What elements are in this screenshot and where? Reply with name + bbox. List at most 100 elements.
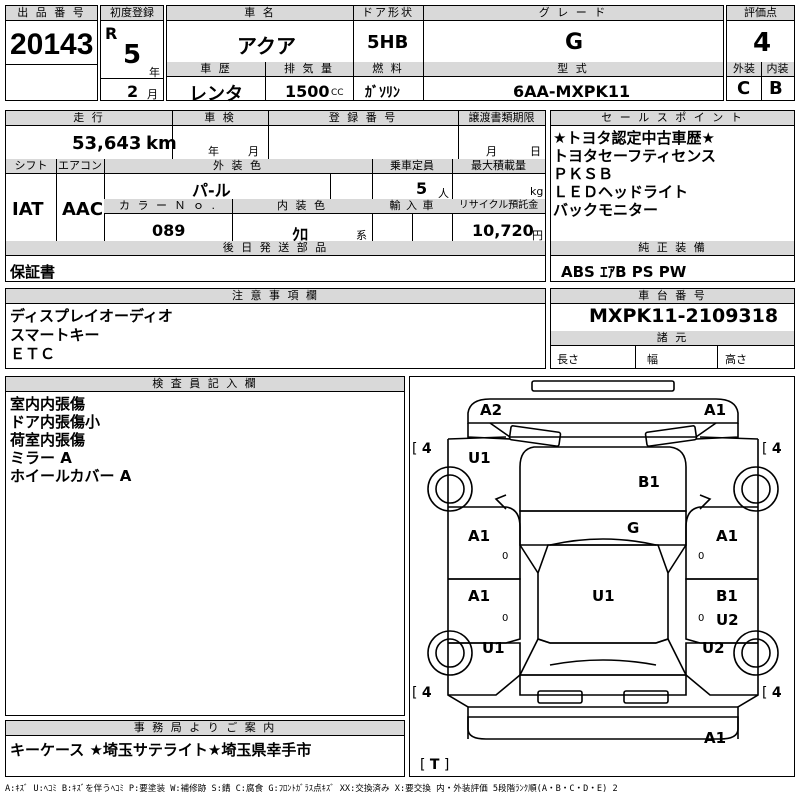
chassis-number: MXPK11-2109318 — [589, 305, 779, 327]
interior-header: 内装 — [761, 62, 794, 77]
door-header: ドア形状 — [353, 6, 423, 21]
caution-header: 注 意 事 項 欄 — [6, 289, 545, 304]
inspection-month-unit: 月 — [248, 145, 259, 158]
specs-header: 諸 元 — [551, 331, 794, 346]
spec-length-label: 長さ — [557, 353, 579, 366]
lot-number: 20143 — [10, 28, 94, 61]
tire-fl-value: 4 — [421, 441, 432, 457]
mileage: 53,643 — [72, 133, 142, 154]
recycle-fee: 10,720 — [472, 221, 534, 240]
seal-left-rear: 0 — [502, 613, 509, 624]
damage-right-rear-quarter: U2 — [716, 611, 739, 629]
sales-point-item: ★トヨタ認定中古車歴★ — [553, 129, 715, 147]
displacement-unit: CC — [331, 88, 344, 98]
tire-rr-value: 4 — [771, 685, 782, 701]
tire-fr-label: [ 4 — [762, 441, 782, 457]
month-unit: 月 — [147, 88, 158, 101]
damage-rear-left-wheel: U1 — [482, 639, 505, 657]
grade-header: グ レ ー ド — [423, 6, 723, 21]
damage-hood: B1 — [638, 473, 660, 491]
recycle-header: リサイクル預託金 — [452, 199, 545, 214]
vehicle-info-grid: 車 名 ドア形状 グ レ ー ド アクア 5HB G 車 歴 排 気 量 燃 料… — [166, 5, 724, 105]
seal-right-front: 0 — [698, 551, 705, 562]
tire-fr-value: 4 — [771, 441, 782, 457]
interior-color-unit: 系 — [356, 229, 367, 242]
shift-header: シフト — [6, 159, 56, 174]
exterior-color: パ-ル — [192, 181, 231, 200]
interior-score: B — [769, 78, 783, 99]
first-registration-header: 初度登録 — [101, 6, 163, 21]
aircon-header: エアコン — [56, 159, 104, 174]
tire-fl-label: [ 4 — [412, 441, 432, 457]
color-number-header: カ ラ ー Ｎ ｏ . — [104, 199, 232, 214]
chassis-box: 車 台 番 号 MXPK11-2109318 諸 元 長さ 幅 高さ — [550, 288, 795, 369]
damage-roof: U1 — [592, 587, 615, 605]
transfer-day-unit: 日 — [530, 145, 541, 158]
equipment-header: 純 正 装 備 — [551, 241, 794, 256]
caution-item: ディスプレイオーディオ — [10, 307, 173, 325]
aircon-type: AAC — [62, 199, 104, 220]
damage-left-front-door: A1 — [468, 527, 491, 545]
later-parts: 保証書 — [10, 263, 56, 281]
sales-points-header: セ ー ル ス ポ イ ン ト — [551, 111, 794, 126]
caution-item: スマートキー — [10, 326, 100, 344]
spare-tire-value: T — [429, 757, 440, 773]
interior-color: ｸﾛ — [292, 225, 309, 244]
standard-equipment: ABS ｴｱB PS PW — [561, 263, 687, 281]
damage-rear-right-wheel: U2 — [702, 639, 725, 657]
inspector-note-item: ミラー A — [10, 449, 72, 467]
score-box: 評価点 4 外装 内装 C B — [726, 5, 795, 101]
score-header: 評価点 — [727, 6, 794, 21]
car-name: アクア — [237, 34, 296, 58]
displacement: 1500 — [285, 82, 330, 101]
tire-rr-label: [ 4 — [762, 685, 782, 701]
inspection-header: 車 検 — [172, 111, 268, 126]
later-parts-header: 後 日 発 送 部 品 — [6, 241, 545, 256]
door-type: 5HB — [367, 32, 409, 53]
office-note-header: 事 務 局 よ り ご 案 内 — [6, 721, 404, 736]
transfer-month-unit: 月 — [486, 145, 497, 158]
model-code: 6AA-MXPK11 — [513, 82, 631, 101]
inspector-note-item: ホイールカバー A — [10, 467, 132, 485]
seal-right-rear: 0 — [698, 613, 705, 624]
first-registration-box: 初度登録 R 5 年 2 月 — [100, 5, 164, 101]
damage-diagram-box: [ 4 [ 4 [ 4 [ 4 [ T ] A2 A1 U1 B1 G A1 A… — [409, 376, 795, 777]
tire-rl-label: [ 4 — [412, 685, 432, 701]
damage-rear: A1 — [704, 729, 727, 747]
damage-front-right-corner: A1 — [704, 401, 727, 419]
car-outline-diagram — [427, 380, 779, 740]
details-grid: 走 行 車 検 登 録 番 号 譲渡書類期限 53,643 km 年 月 月 日… — [5, 110, 546, 282]
caution-item: ＥＴＣ — [10, 345, 56, 363]
office-note: キーケース ★埼玉サテライト★埼玉県幸手市 — [10, 741, 312, 759]
mileage-unit: km — [146, 133, 177, 154]
sales-point-item: ＰＫＳＢ — [553, 165, 614, 183]
car-name-header: 車 名 — [167, 6, 353, 21]
tire-rl-value: 4 — [421, 685, 432, 701]
max-load-unit: kg — [530, 185, 544, 198]
damage-front-left-wheel: U1 — [468, 449, 491, 467]
vehicle-history: レンタ — [189, 84, 243, 105]
capacity-header: 乗車定員 — [372, 159, 452, 174]
legend-text: A:ｷｽﾞ U:ﾍｺﾐ B:ｷｽﾞを伴うﾍｺﾐ P:要塗装 W:補修跡 S:錆 … — [5, 784, 618, 794]
transfer-docs-header: 譲渡書類期限 — [458, 111, 545, 126]
damage-left-rear-door: A1 — [468, 587, 491, 605]
registration-number-header: 登 録 番 号 — [268, 111, 458, 126]
mileage-header: 走 行 — [6, 111, 172, 126]
inspector-notes-header: 検 査 員 記 入 欄 — [6, 377, 404, 392]
displacement-header: 排 気 量 — [265, 62, 353, 77]
exterior-color-header: 外 装 色 — [104, 159, 372, 174]
first-registration-month: 2 — [127, 82, 139, 101]
capacity: 5 — [416, 179, 428, 198]
damage-front-left-corner: A2 — [480, 401, 503, 419]
lot-number-header: 出 品 番 号 — [6, 6, 97, 21]
import-header: 輸 入 車 — [372, 199, 452, 214]
max-load-header: 最大積載量 — [452, 159, 545, 174]
lot-number-box: 出 品 番 号 20143 — [5, 5, 98, 101]
recycle-unit: 円 — [532, 229, 543, 242]
history-header: 車 歴 — [167, 62, 265, 77]
